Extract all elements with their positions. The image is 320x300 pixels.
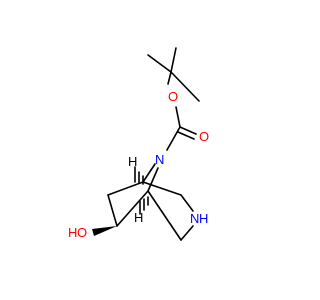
stereo-wedge-bond-hydroxyl (92, 226, 117, 236)
hydroxyl-hydrogen-label: H (68, 225, 77, 240)
bond-nitrogen-bridgehead-lower (147, 167, 159, 192)
ester-oxygen-label: O (168, 89, 178, 104)
stereo-hash-bond-upper (134, 166, 144, 185)
ring-nitrogen-label: N (190, 211, 199, 226)
bridge-nitrogen-label: N (155, 152, 164, 167)
bond-ester-oxygen-carbonyl (175, 106, 181, 128)
bond-bridgehead-ch2-right (142, 181, 182, 196)
ring-nh-hydrogen-label: H (199, 211, 208, 226)
bond-ch2-chiral-carbon (107, 194, 118, 227)
bond-tbu-methyl-1 (147, 54, 172, 73)
bond-carbonyl-double-b (177, 131, 195, 140)
bond-ch2-ring-nitrogen (180, 194, 194, 212)
bond-ch2-lower-bridgehead (147, 190, 182, 241)
molecule-structure: O O N N H H O H H (68, 47, 209, 241)
carbonyl-oxygen-label: O (199, 129, 209, 144)
hydroxyl-oxygen-label: O (77, 225, 87, 240)
stereo-h-upper-label: H (128, 154, 137, 169)
bond-nitrogen-bridgehead-upper (142, 163, 156, 183)
bond-bridgehead-ch2-left (107, 181, 144, 196)
bond-chiral-carbon-bridgehead (116, 190, 149, 227)
bond-carbonyl-nitrogen (166, 126, 181, 151)
bond-carbonyl-double-a (179, 126, 197, 135)
bond-tbu-ester-oxygen (167, 71, 172, 85)
bond-tbu-methyl-2 (170, 47, 177, 73)
stereo-h-lower-label: H (134, 210, 143, 225)
bond-tbu-methyl-3 (170, 71, 200, 102)
stereo-hash-bond-lower (139, 196, 149, 215)
bond-ring-nitrogen-ch2 (180, 225, 194, 241)
